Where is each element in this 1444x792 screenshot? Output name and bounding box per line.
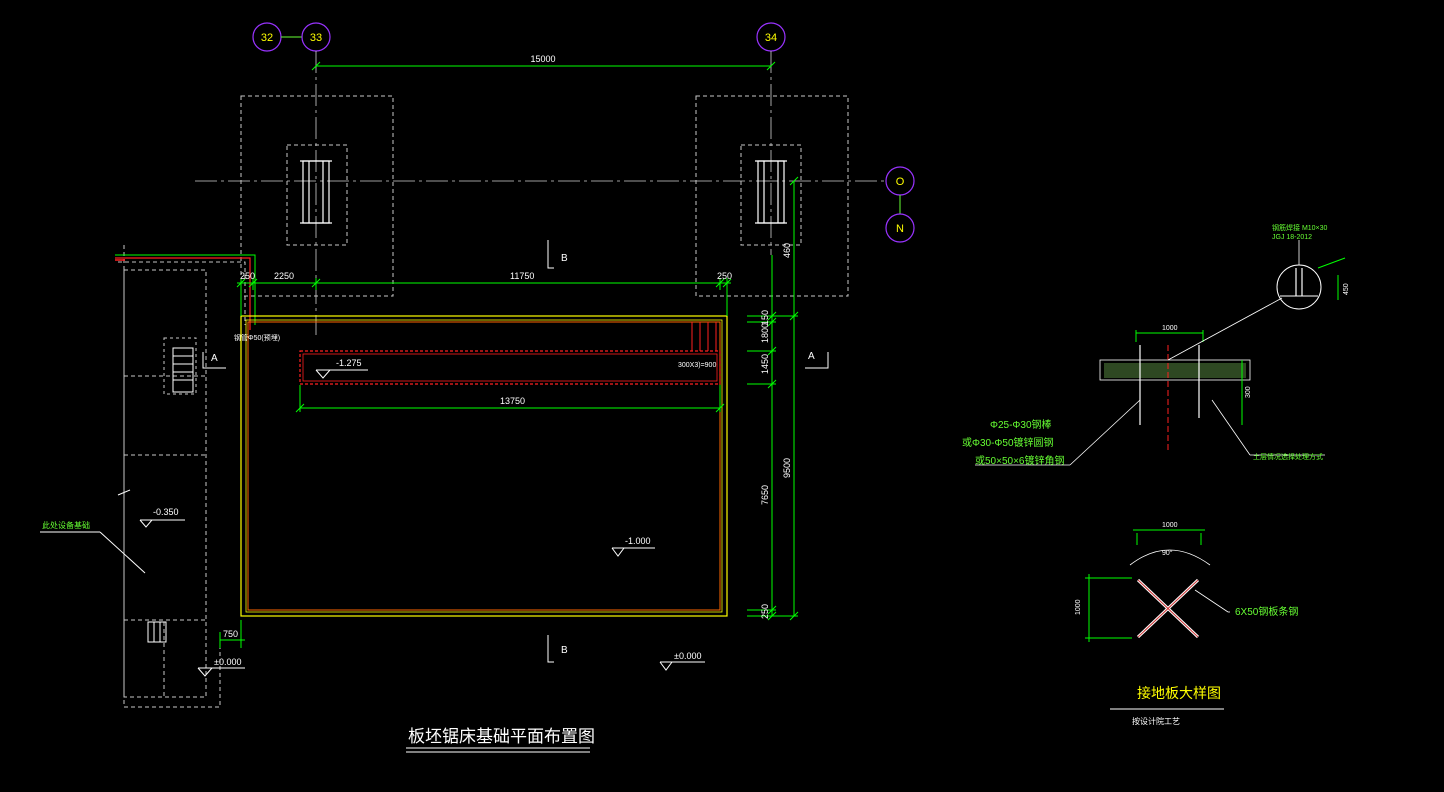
section-b-bottom: B [561, 645, 568, 656]
x-plate [1085, 529, 1230, 642]
dim-1450: 1450 [760, 354, 770, 374]
rod-leaders [975, 399, 1325, 466]
pipe-lines [115, 254, 256, 330]
dim-250-right: 250 [717, 271, 732, 281]
plate-spec: 6X50钢板条钢 [1235, 605, 1298, 618]
dim-7650: 7650 [760, 485, 770, 505]
dim-750: 750 [223, 629, 238, 639]
level-1000: -1.000 [625, 536, 651, 546]
detail-note-2: JGJ 18-2012 [1272, 234, 1312, 241]
detail-circle [1167, 240, 1346, 361]
column-footings [240, 95, 849, 297]
main-title: 板坯锯床基础平面布置图 [408, 727, 595, 746]
soil-note: 土层情况选择处理方式 [1253, 452, 1323, 461]
dim-460: 460 [782, 243, 792, 258]
dim-250-bottom: 250 [760, 604, 770, 619]
trench-ribs [691, 322, 717, 351]
level-0000-mid: ±0.000 [674, 651, 701, 661]
detail-title: 接地板大样图 [1137, 685, 1221, 702]
dim-2250: 2250 [274, 271, 294, 281]
detail-note-1: 钢筋焊接 M10×30 [1272, 223, 1328, 232]
section-a-right: A [808, 351, 815, 362]
level-0000-left: ±0.000 [214, 657, 241, 667]
dim-lines [219, 181, 798, 648]
column-right [755, 160, 787, 224]
main-foundation [240, 315, 728, 617]
main-title-underline [406, 747, 590, 753]
detail-dim-1000-top: 1000 [1162, 325, 1178, 332]
steel-spec: 或50×50×6镀锌角钢 [975, 454, 1065, 467]
ground-section [1099, 330, 1251, 450]
detail-dim-1000-vert: 1000 [1075, 599, 1082, 615]
detail-dim-1000-mid: 1000 [1162, 522, 1178, 529]
section-a-left: A [211, 353, 218, 364]
trench-dim: 300X3)=900 [678, 362, 716, 369]
section-marks [202, 240, 829, 663]
dim-ticks [236, 176, 799, 621]
axis-N: N [896, 223, 904, 235]
dim-150: 150 [760, 310, 770, 325]
left-stairs [147, 347, 194, 643]
axis-34: 34 [765, 32, 777, 44]
level-1275: -1.275 [336, 358, 362, 368]
left-leader [40, 531, 146, 574]
left-building-dashed [123, 245, 221, 708]
detail-dim-450: 450 [1343, 283, 1350, 295]
angle-spec: 或Φ30-Φ50镀锌圆钢 [962, 436, 1054, 449]
dim-top-span [311, 61, 776, 71]
angle-90: 90° [1162, 549, 1173, 557]
level-marks [139, 369, 705, 677]
left-note: 此处设备基础 [42, 520, 90, 530]
dim-11750: 11750 [510, 271, 534, 281]
centerlines [195, 51, 886, 335]
trench [299, 350, 721, 385]
axis-32: 32 [261, 32, 273, 44]
axis-bubbles: 32 33 34 O N [252, 22, 915, 243]
dim-9500: 9500 [782, 458, 792, 478]
dim-13750: 13750 [500, 396, 525, 406]
axis-O: O [896, 176, 905, 188]
break-line [117, 489, 131, 496]
section-b-top: B [561, 253, 568, 264]
column-left [300, 160, 332, 224]
bottom-small: 按设计院工艺 [1132, 716, 1180, 726]
detail-dim-300: 300 [1245, 386, 1252, 398]
pipe-note: 钢管Φ50(预埋) [234, 333, 280, 342]
dim-250-left: 250 [240, 271, 255, 281]
axis-33: 33 [310, 32, 322, 44]
dim-15000: 15000 [530, 54, 555, 64]
dim-1800: 1800 [760, 323, 770, 343]
level-0350: -0.350 [153, 507, 179, 517]
left-stairs-dashed [163, 337, 197, 395]
rod-spec: Φ25-Φ30钢棒 [990, 418, 1052, 431]
